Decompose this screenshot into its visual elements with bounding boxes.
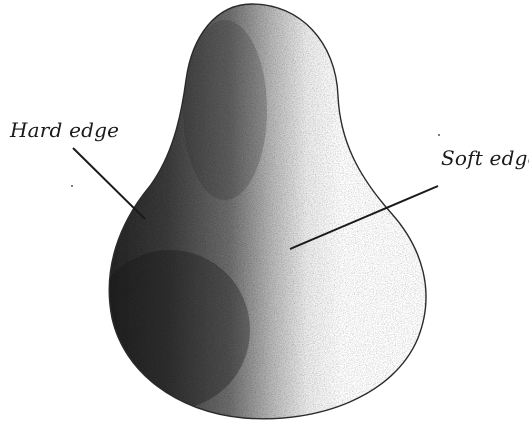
soft-edge-label: Soft edge [441,146,529,170]
hard-edge-leader-line [73,148,145,219]
pear-body [90,0,440,429]
hard-edge-label: Hard edge [10,118,119,142]
